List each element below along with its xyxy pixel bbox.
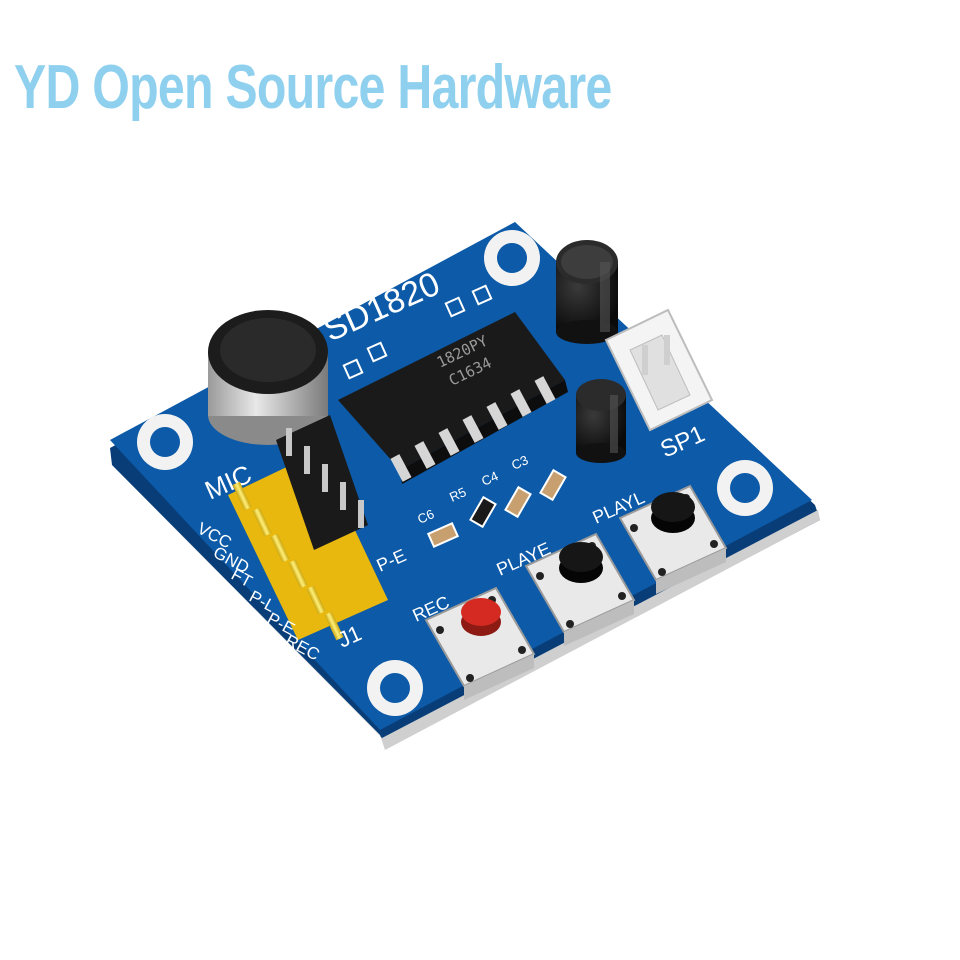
pin-header [228,415,388,641]
component-label-c4: C4 [479,468,500,488]
capacitor-large [556,240,618,344]
speaker-connector [604,308,714,432]
mounting-hole-top [484,230,540,286]
microphone [208,310,328,445]
watermark-text: YD Open Source Hardware [14,53,612,122]
component-label-c6: C6 [415,506,436,526]
smd-components [426,468,567,549]
capacitor-small [576,379,626,463]
mounting-hole-bottom [367,660,423,716]
mounting-hole-left [137,414,193,470]
button-rec [424,586,536,700]
button-playe [524,532,636,646]
mounting-hole-right [717,460,773,516]
brand-watermark: YD Open Source Hardware [14,52,612,123]
component-label-c3: C3 [509,452,530,472]
button-playl [618,484,728,594]
component-label-r5: R5 [447,484,468,504]
smd-pad-row [342,284,493,380]
